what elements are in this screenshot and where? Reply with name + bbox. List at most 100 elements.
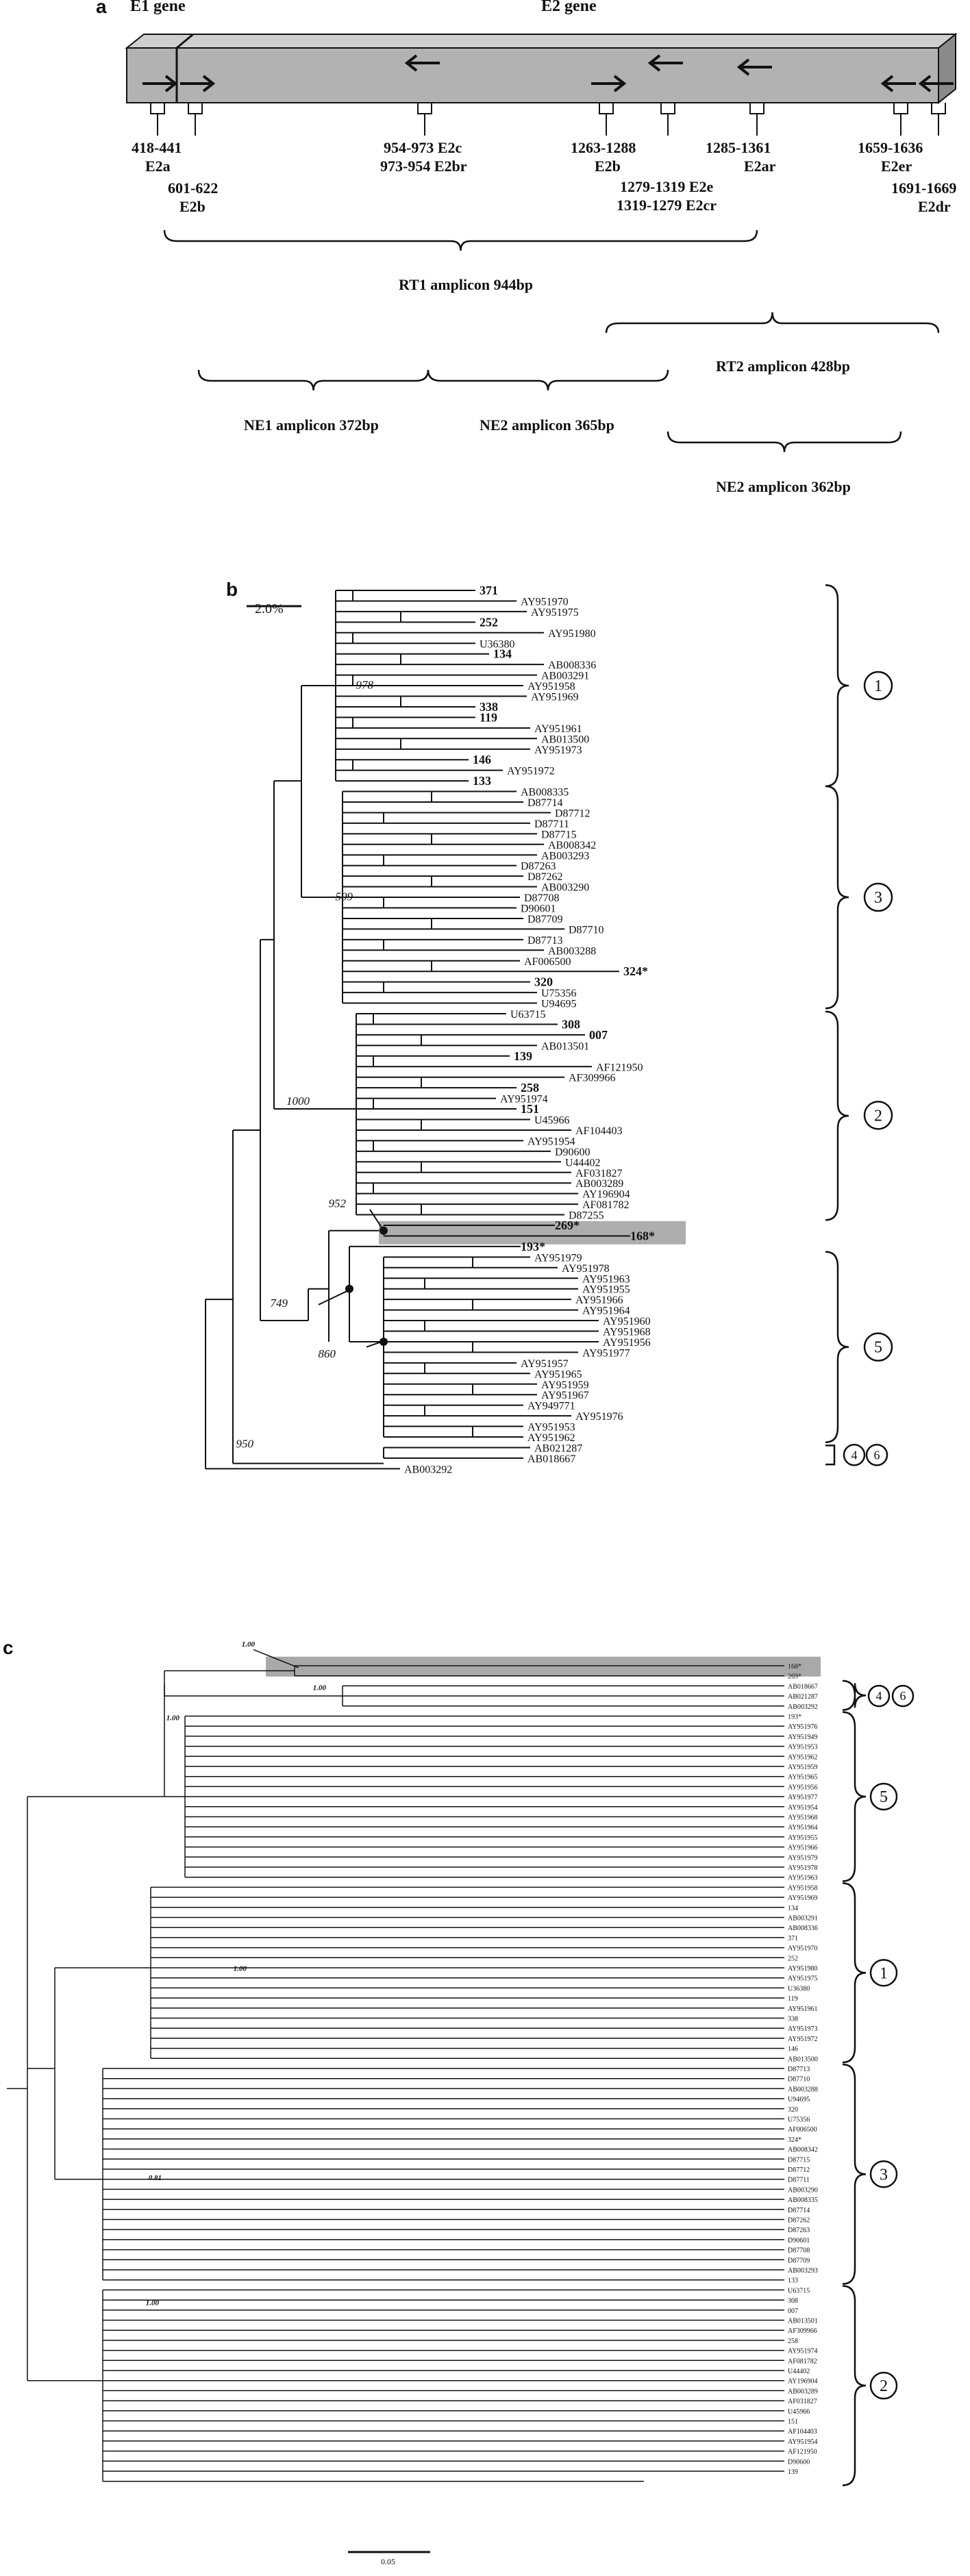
group-number-c: 4 <box>876 1689 882 1703</box>
taxon-label-c: AB008342 <box>788 2147 818 2154</box>
group-circle-b <box>863 1101 893 1130</box>
taxon-label-c: 133 <box>788 2277 798 2285</box>
group-circle-b <box>863 1332 893 1362</box>
rt2-amplicon-label: RT2 amplicon 428bp <box>716 358 851 375</box>
brace-group-2 <box>825 1010 849 1221</box>
taxon-label-c: AY951958 <box>788 1884 818 1892</box>
group-circle-c <box>869 1782 898 1811</box>
primer-site-bracket <box>749 103 764 136</box>
panel-a-gene-map <box>125 32 958 453</box>
group-number-c: 6 <box>900 1689 906 1703</box>
brace-group-3 <box>825 785 849 1010</box>
ne2-amplicon-label-1: NE2 amplicon 365bp <box>480 416 614 434</box>
taxon-label-b: 371 <box>480 584 498 597</box>
taxon-label-b: U45966 <box>534 1115 570 1127</box>
bootstrap-value-b: 950 <box>236 1437 254 1450</box>
primer-arrow-head <box>736 58 750 76</box>
taxon-label-b: AB003290 <box>541 882 589 894</box>
taxon-label-b: AB003289 <box>575 1178 623 1190</box>
bootstrap-value-c: 0.81 <box>149 2174 162 2182</box>
taxon-label-c: U44402 <box>788 2368 810 2375</box>
ne2-amplicon-label-2: NE2 amplicon 362bp <box>716 478 851 495</box>
taxon-label-b: AY951958 <box>527 681 575 692</box>
taxon-label-b: 252 <box>480 615 498 629</box>
taxon-label-b: AY951978 <box>562 1263 610 1275</box>
taxon-label-c: AF121950 <box>788 2449 817 2456</box>
ne2-amplicon-brace-1 <box>427 369 669 391</box>
ne2-amplicon-brace-2 <box>667 431 902 453</box>
taxon-label-c: AF031827 <box>788 2398 817 2405</box>
group-circle-b <box>843 1444 866 1466</box>
taxon-label-b: AF081782 <box>582 1199 629 1211</box>
taxon-label-c: AY951977 <box>788 1794 818 1801</box>
taxon-label-c: AY951980 <box>788 1965 818 1973</box>
taxon-label-b: AB003292 <box>404 1464 452 1475</box>
group-number-c: 5 <box>880 1788 888 1806</box>
primer-7-name: E2er <box>881 158 912 175</box>
taxon-label-c: 119 <box>788 1995 798 2003</box>
taxon-label-b: AF121950 <box>596 1062 643 1073</box>
primer-4-name: E2b <box>595 158 621 175</box>
primer-arrow-head <box>202 75 216 92</box>
bootstrap-value-c: 1.00 <box>146 2299 160 2307</box>
taxon-label-b: AB013500 <box>541 734 589 745</box>
taxon-label-b: 134 <box>493 647 512 661</box>
ne1-amplicon-label: NE1 amplicon 372bp <box>244 416 379 434</box>
taxon-label-b: AY951954 <box>527 1136 575 1147</box>
panel-c-tree: 168*269*AB018667AB021287AB003292193*AY95… <box>7 1640 915 2553</box>
taxon-label-b: AY951963 <box>582 1273 630 1285</box>
primer-arrow-head <box>880 75 894 92</box>
taxon-label-c: AY951953 <box>788 1744 818 1751</box>
taxon-label-c: AY951966 <box>788 1845 818 1852</box>
taxon-label-b: AB018667 <box>527 1453 575 1465</box>
brace-c-46 <box>842 1679 867 1711</box>
taxon-label-b: AF031827 <box>575 1168 622 1179</box>
taxon-label-b: D87263 <box>521 861 556 873</box>
taxon-label-b: AB008335 <box>521 787 569 799</box>
taxon-label-b: U75356 <box>541 988 577 999</box>
taxon-label-b: 168* <box>630 1229 655 1242</box>
taxon-label-c: AB018667 <box>788 1683 818 1690</box>
panel-c-scale-label: 0.05 <box>381 2557 395 2566</box>
taxon-label-b: AY951966 <box>575 1295 623 1306</box>
taxon-label-b: AF006500 <box>524 956 571 968</box>
taxon-label-b: D87711 <box>534 818 569 830</box>
taxon-label-c: AY951979 <box>788 1854 818 1862</box>
taxon-label-b: AY951964 <box>582 1305 630 1317</box>
taxon-label-c: AY951959 <box>788 1764 818 1771</box>
taxon-label-b: U94695 <box>541 999 577 1010</box>
primer-arrow-head <box>647 54 661 72</box>
group-circle-b <box>863 882 893 912</box>
taxon-label-b: AY951957 <box>521 1358 569 1370</box>
taxon-label-b: AY951969 <box>531 692 579 703</box>
taxon-label-c: AY951974 <box>788 2348 818 2355</box>
taxon-label-c: AB013500 <box>788 2055 818 2063</box>
taxon-label-c: AB003289 <box>788 2388 818 2395</box>
taxon-label-c: D87711 <box>788 2177 810 2184</box>
brace-c-5 <box>842 1711 867 1882</box>
ne1-amplicon-brace <box>197 369 430 391</box>
bootstrap-pointer <box>366 1341 382 1348</box>
taxon-label-b: AB021287 <box>534 1442 582 1454</box>
taxon-label-c: AB013501 <box>788 2318 818 2325</box>
group-number-b: 5 <box>874 1339 882 1357</box>
bootstrap-pointer-c <box>253 1649 299 1668</box>
taxon-label-c: AY951969 <box>788 1895 818 1902</box>
node-dot <box>380 1337 388 1346</box>
taxon-label-b: AY951977 <box>582 1347 630 1359</box>
taxon-label-c: 308 <box>788 2297 798 2305</box>
taxon-label-c: AY951972 <box>788 2036 818 2043</box>
taxon-label-c: D90600 <box>788 2458 810 2466</box>
group-number-c: 1 <box>880 1964 888 1982</box>
primer-6-pos: 1285-1361 <box>706 139 771 156</box>
taxon-label-b: AB013501 <box>541 1040 589 1052</box>
taxon-label-b: AY951961 <box>534 723 582 735</box>
taxon-label-b: AY951968 <box>603 1327 651 1338</box>
taxon-label-b: AY196904 <box>582 1189 630 1201</box>
taxon-label-c: U75356 <box>788 2116 810 2124</box>
panel-b-tree: 371AY951970AY951975252AY951980U36380134A… <box>205 584 893 1475</box>
taxon-label-c: AY951954 <box>788 1804 818 1812</box>
taxon-label-b: 007 <box>589 1028 608 1042</box>
taxon-label-b: AY951975 <box>531 607 579 618</box>
taxon-label-b: AY951959 <box>541 1379 589 1391</box>
